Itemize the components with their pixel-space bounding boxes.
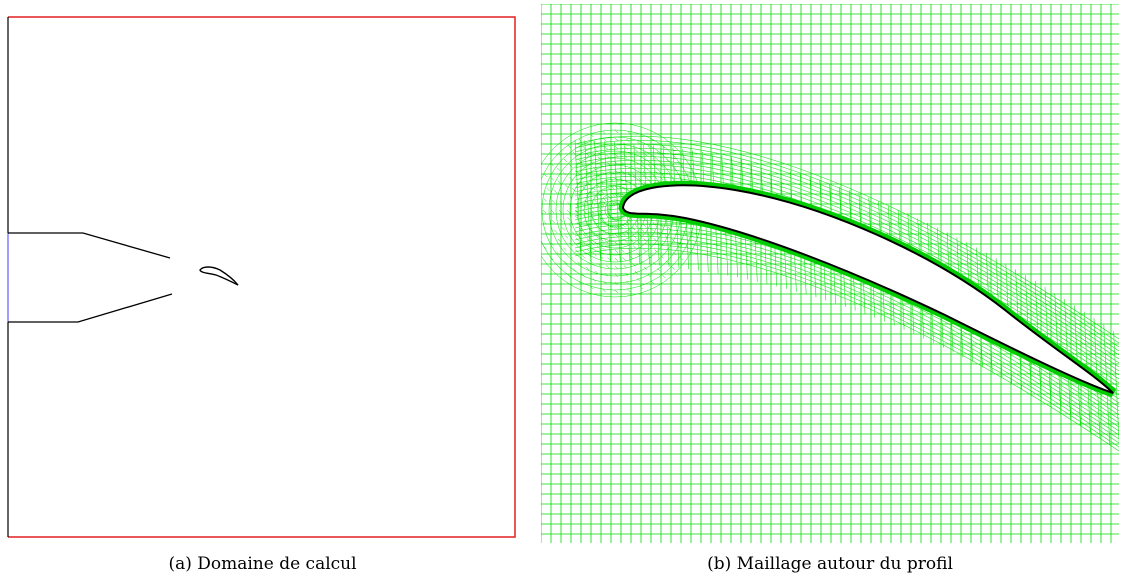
refined-mesh-region (541, 122, 1119, 452)
farfield-boundary (8, 16, 516, 538)
mesh-diagram (541, 4, 1119, 543)
background-mesh-grid (541, 4, 1119, 543)
airfoil-profile (199, 266, 239, 286)
airfoil-shape (621, 184, 1114, 394)
caption-domain: (a) Domaine de calcul (168, 554, 357, 574)
domain-diagram (7, 16, 516, 538)
caption-mesh: (b) Maillage autour du profil (707, 554, 953, 574)
domain-figure (0, 0, 525, 545)
nozzle-lower-wall (8, 293, 173, 323)
nozzle-upper-wall (8, 232, 171, 259)
mesh-figure (535, 0, 1125, 545)
